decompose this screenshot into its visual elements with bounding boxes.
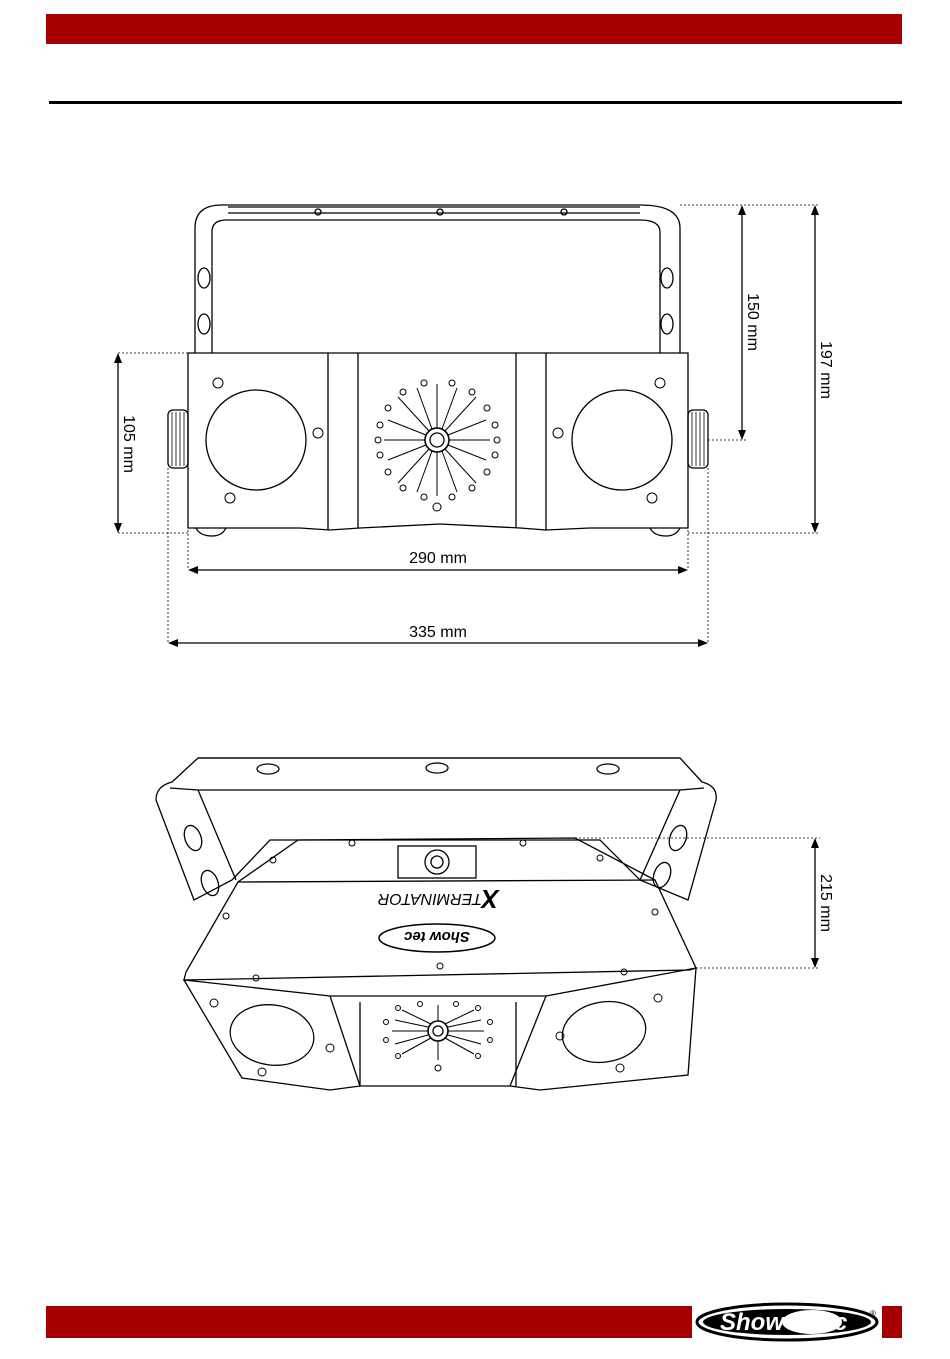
bracket-slot bbox=[666, 823, 690, 853]
footer-bar bbox=[46, 1306, 692, 1338]
brand-logo: Show tec ® bbox=[694, 1302, 880, 1342]
left-knob bbox=[168, 410, 188, 468]
front-emitter bbox=[384, 1002, 493, 1072]
front-view-drawing: 105 mm 150 mm 197 mm 290 mm 335 mm bbox=[0, 0, 950, 700]
right-lens bbox=[572, 390, 672, 490]
model-mark-text: TERMINATOR bbox=[377, 890, 482, 907]
bracket-inner bbox=[212, 220, 660, 353]
left-lens bbox=[206, 390, 306, 490]
dim-215-label: 215 mm bbox=[817, 874, 834, 932]
dim-197-label: 197 mm bbox=[817, 341, 834, 399]
bracket-slot bbox=[198, 314, 210, 334]
right-knob bbox=[688, 410, 708, 468]
footer-bar-end bbox=[882, 1306, 902, 1338]
dim-290-label: 290 mm bbox=[409, 550, 467, 567]
bracket-hole bbox=[561, 209, 567, 215]
dim-150-label: 150 mm bbox=[744, 293, 761, 351]
bracket-outline bbox=[156, 758, 716, 900]
bracket-hole bbox=[597, 764, 619, 774]
left-lens bbox=[226, 999, 318, 1070]
bracket-slot bbox=[181, 823, 205, 853]
bracket-slot bbox=[198, 868, 222, 898]
logo-text-left: Show bbox=[720, 1309, 785, 1336]
bracket-hole bbox=[426, 763, 448, 773]
bracket-slot bbox=[661, 314, 673, 334]
dim-105-label: 105 mm bbox=[120, 415, 137, 473]
logo-text-right: tec bbox=[813, 1309, 848, 1336]
bracket-hole bbox=[257, 764, 279, 774]
right-lens bbox=[557, 995, 650, 1069]
dim-335-label: 335 mm bbox=[409, 624, 467, 641]
bracket-hole bbox=[315, 209, 321, 215]
brand-badge-text: Show tec bbox=[403, 928, 470, 945]
bracket-hole bbox=[437, 209, 443, 215]
bracket-slot bbox=[661, 268, 673, 288]
connector-port bbox=[398, 846, 476, 878]
top-view-drawing: TERMINATOR X Show tec bbox=[0, 740, 950, 1160]
logo-registered-mark: ® bbox=[870, 1309, 876, 1318]
bracket-outline bbox=[195, 205, 680, 353]
model-letter-text: X bbox=[480, 884, 501, 914]
center-emitter bbox=[375, 380, 500, 511]
bracket-slot bbox=[198, 268, 210, 288]
